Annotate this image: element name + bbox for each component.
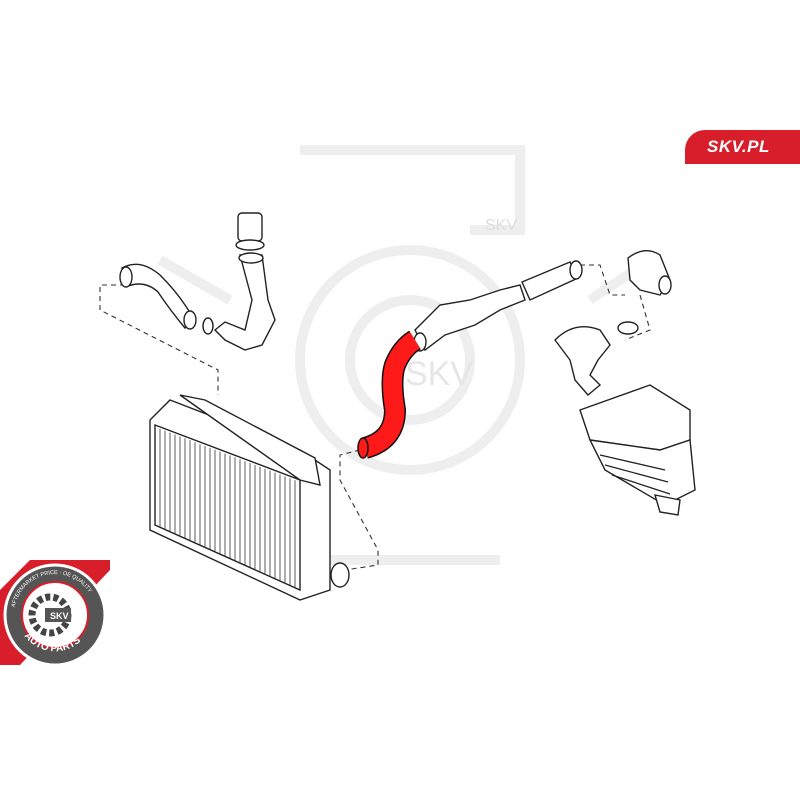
site-label: SKV.PL — [707, 137, 770, 156]
turbo-elbow — [627, 250, 672, 296]
air-filter-box — [554, 321, 696, 516]
watermark-text-center: SKV — [405, 355, 473, 393]
intake-pipe-right — [413, 260, 583, 352]
auto-parts-badge: SKV AFTERMARKET PRICE · OE QUALITY AUTO … — [0, 560, 110, 667]
site-label-tab: SKV.PL — [685, 130, 800, 164]
highlighted-hose — [357, 330, 422, 459]
charge-air-pipe-left — [119, 212, 276, 351]
leader-line — [624, 294, 651, 341]
watermark-gear-center — [157, 145, 653, 565]
leader-line — [99, 284, 219, 395]
watermark-text: SKV — [485, 217, 517, 234]
leader-line — [580, 264, 625, 296]
badge-center-text: SKV — [50, 611, 69, 621]
intercooler — [149, 394, 350, 601]
leader-line — [339, 449, 379, 571]
